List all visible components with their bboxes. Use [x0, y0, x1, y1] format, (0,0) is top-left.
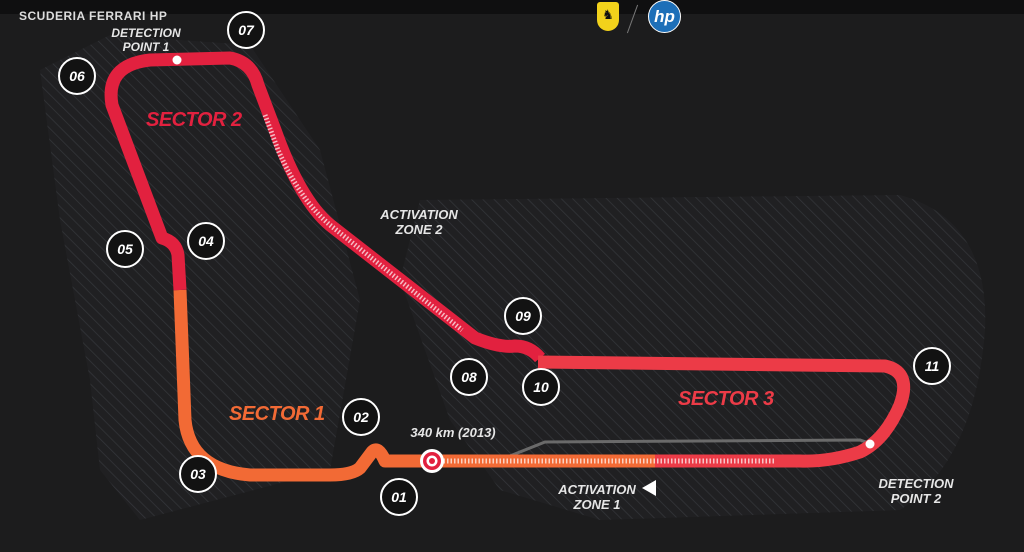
activation-zone-1-line1: ACTIVATION: [558, 482, 636, 497]
turn-04: 04: [187, 222, 225, 260]
activation-zone-2-label: ACTIVATION ZONE 2: [370, 207, 468, 237]
top-bar: [0, 0, 1024, 14]
speed-trap-label: 340 km (2013): [410, 425, 496, 440]
detection-point-1-label: DETECTION POINT 1: [111, 26, 181, 54]
activation-zone-1-label: ACTIVATION ZONE 1: [549, 482, 645, 512]
speed-trap-icon: [420, 449, 444, 473]
sector-2-label: SECTOR 2: [146, 109, 242, 131]
detection-point-2-line1: DETECTION: [878, 476, 954, 491]
turn-09: 09: [504, 297, 542, 335]
activation-zone-1-arrow-icon: [642, 480, 656, 496]
hp-logo: hp: [648, 0, 681, 33]
brand-title: SCUDERIA FERRARI HP: [19, 9, 168, 23]
turn-07: 07: [227, 11, 265, 49]
sector-3-label: SECTOR 3: [678, 388, 774, 410]
turn-08: 08: [450, 358, 488, 396]
detection-point-2-label: DETECTION POINT 2: [866, 476, 966, 506]
track-sector-3: [537, 355, 911, 468]
turn-03: 03: [179, 455, 217, 493]
activation-zone-2-line2: ZONE 2: [395, 222, 443, 237]
turn-02: 02: [342, 398, 380, 436]
activation-zone-2-line1: ACTIVATION: [380, 207, 458, 222]
turn-10: 10: [522, 368, 560, 406]
detection-point-2-line2: POINT 2: [890, 491, 942, 506]
detection-point-2-dot: [865, 439, 875, 449]
detection-point-1-dot: [172, 55, 182, 65]
turn-05: 05: [106, 230, 144, 268]
ferrari-logo: ♞: [597, 2, 619, 31]
activation-zone-2-marker: [262, 114, 464, 332]
turn-11: 11: [913, 347, 951, 385]
sector-1-label: SECTOR 1: [229, 403, 325, 425]
turn-06: 06: [58, 57, 96, 95]
track-sector-2: [104, 51, 545, 363]
track-sector-1: [173, 289, 655, 482]
turn-01: 01: [380, 478, 418, 516]
activation-zone-1-line2: ZONE 1: [573, 497, 621, 512]
